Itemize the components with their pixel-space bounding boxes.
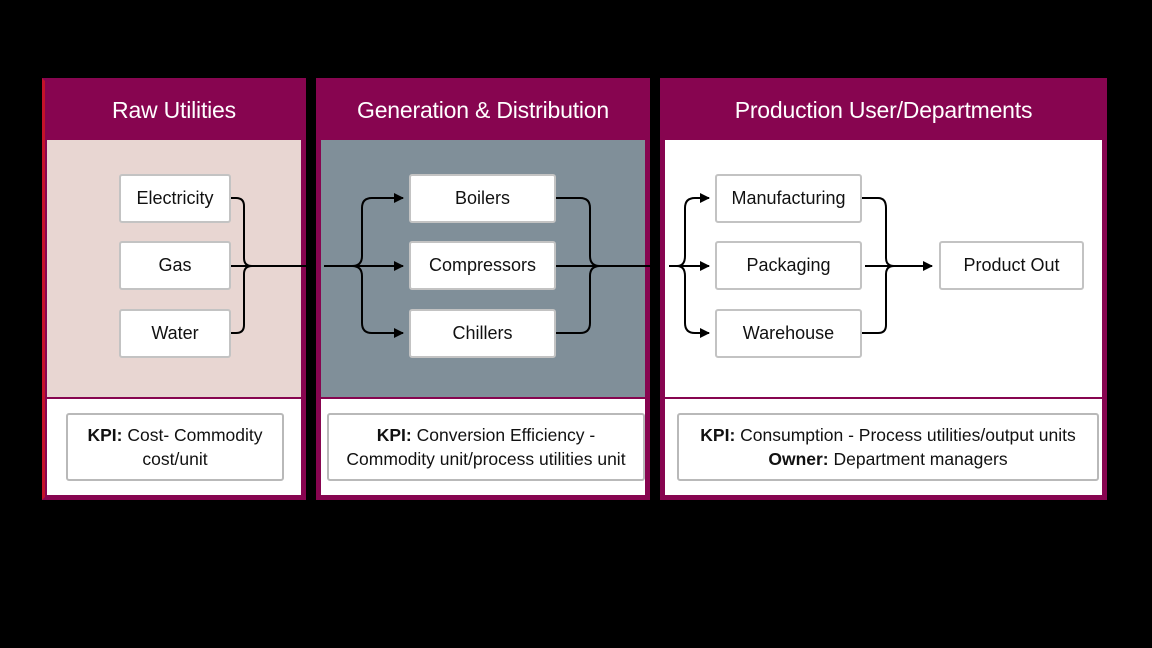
owner-text: Department managers (833, 449, 1008, 469)
node-water: Water (119, 309, 231, 358)
node-gas: Gas (119, 241, 231, 290)
junction-dot (307, 262, 315, 270)
node-electricity: Electricity (119, 174, 231, 223)
kpi-box-gen: KPI: Conversion Efficiency - Commodity u… (327, 413, 645, 481)
kpi-box-raw: KPI: Cost- Commodity cost/unit (66, 413, 284, 481)
junction-dot (651, 262, 659, 270)
node-product-out: Product Out (939, 241, 1084, 290)
kpi-label: KPI: (87, 425, 123, 445)
node-packaging: Packaging (715, 241, 862, 290)
node-boilers: Boilers (409, 174, 556, 223)
owner-label: Owner: (768, 449, 829, 469)
kpi-box-prod: KPI: Consumption - Process utilities/out… (677, 413, 1099, 481)
production-departments-footer: KPI: Consumption - Process utilities/out… (665, 399, 1102, 495)
kpi-line: KPI: Consumption - Process utilities/out… (700, 423, 1075, 447)
kpi-text-cont: Commodity unit/process utilities unit (346, 449, 626, 469)
panel-title-raw-utilities: Raw Utilities (112, 96, 236, 123)
node-compressors: Compressors (409, 241, 556, 290)
kpi-text: Cost- Commodity (127, 425, 263, 445)
kpi-text: Consumption - Process utilities/output u… (740, 425, 1076, 445)
kpi-label: KPI: (700, 425, 736, 445)
kpi-line: KPI: Conversion Efficiency - (377, 423, 596, 447)
raw-utilities-footer: KPI: Cost- Commodity cost/unit (47, 399, 301, 495)
panel-title-production-departments: Production User/Departments (734, 96, 1033, 123)
node-manufacturing: Manufacturing (715, 174, 862, 223)
owner-line: Owner: Department managers (768, 447, 1007, 471)
generation-distribution-footer: KPI: Conversion Efficiency - Commodity u… (321, 399, 645, 495)
panel-title-generation-distribution: Generation & Distribution (357, 96, 609, 123)
kpi-line: KPI: Cost- Commodity (87, 423, 262, 447)
panel-raw-utilities: Raw Utilities KPI: Cost- Commodity cost/… (42, 78, 306, 500)
kpi-text: Conversion Efficiency - (416, 425, 596, 445)
node-chillers: Chillers (409, 309, 556, 358)
kpi-label: KPI: (376, 425, 412, 445)
kpi-text-cont: cost/unit (142, 449, 208, 469)
node-warehouse: Warehouse (715, 309, 862, 358)
